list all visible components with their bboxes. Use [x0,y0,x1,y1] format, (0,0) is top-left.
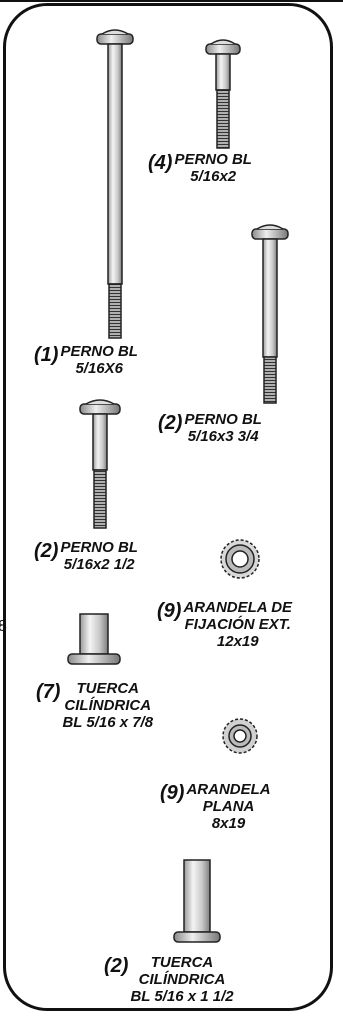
qty: (7) [36,681,61,703]
edge-mark: 8 [0,618,7,635]
qty: (2) [104,955,129,977]
qty: (9) [157,600,182,622]
qty: (1) [34,344,59,366]
part-name: ARANDELA DE [183,599,293,616]
part-name: ARANDELA [186,781,271,798]
qty: (2) [158,412,183,434]
bolt-5-16x3-3-4-icon [251,224,289,404]
part-name: FIJACIÓN EXT. [184,615,291,633]
part-size: 8x19 [211,814,246,832]
part-name: PERNO BL [60,539,138,556]
part-size: 5/16x2 1/2 [63,555,135,573]
qty: (9) [160,782,185,804]
part-size: 5/16X6 [75,359,123,377]
part-name: CILÍNDRICA [64,696,152,714]
bolt-5-16x6-icon [96,29,134,339]
part-name: PERNO BL [184,411,262,428]
part-name: CILÍNDRICA [138,970,226,988]
part-size: 12x19 [216,632,259,650]
bolt-5-16x2-1-2-icon [79,399,121,529]
part-name: PERNO BL [174,151,252,168]
cylindrical-nut-7-8-icon [67,613,121,665]
qty: (2) [34,540,59,562]
part-size: 5/16x2 [190,167,237,185]
part-name: PLANA [202,797,255,815]
part-size: BL 5/16 x 1 1/2 [130,987,234,1005]
flat-washer-icon [222,718,258,754]
external-lock-washer-icon [220,539,260,579]
part-size: BL 5/16 x 7/8 [62,713,154,731]
bolt-5-16x2-icon [205,39,241,149]
part-size: 5/16x3 3/4 [187,427,259,445]
part-name: TUERCA [150,954,214,971]
part-name: TUERCA [76,680,140,697]
parts-panel-frame [3,3,333,1011]
cylindrical-nut-1-1-2-icon [173,859,221,943]
qty: (4) [148,152,173,174]
top-rule [0,0,343,2]
part-name: PERNO BL [60,343,138,360]
